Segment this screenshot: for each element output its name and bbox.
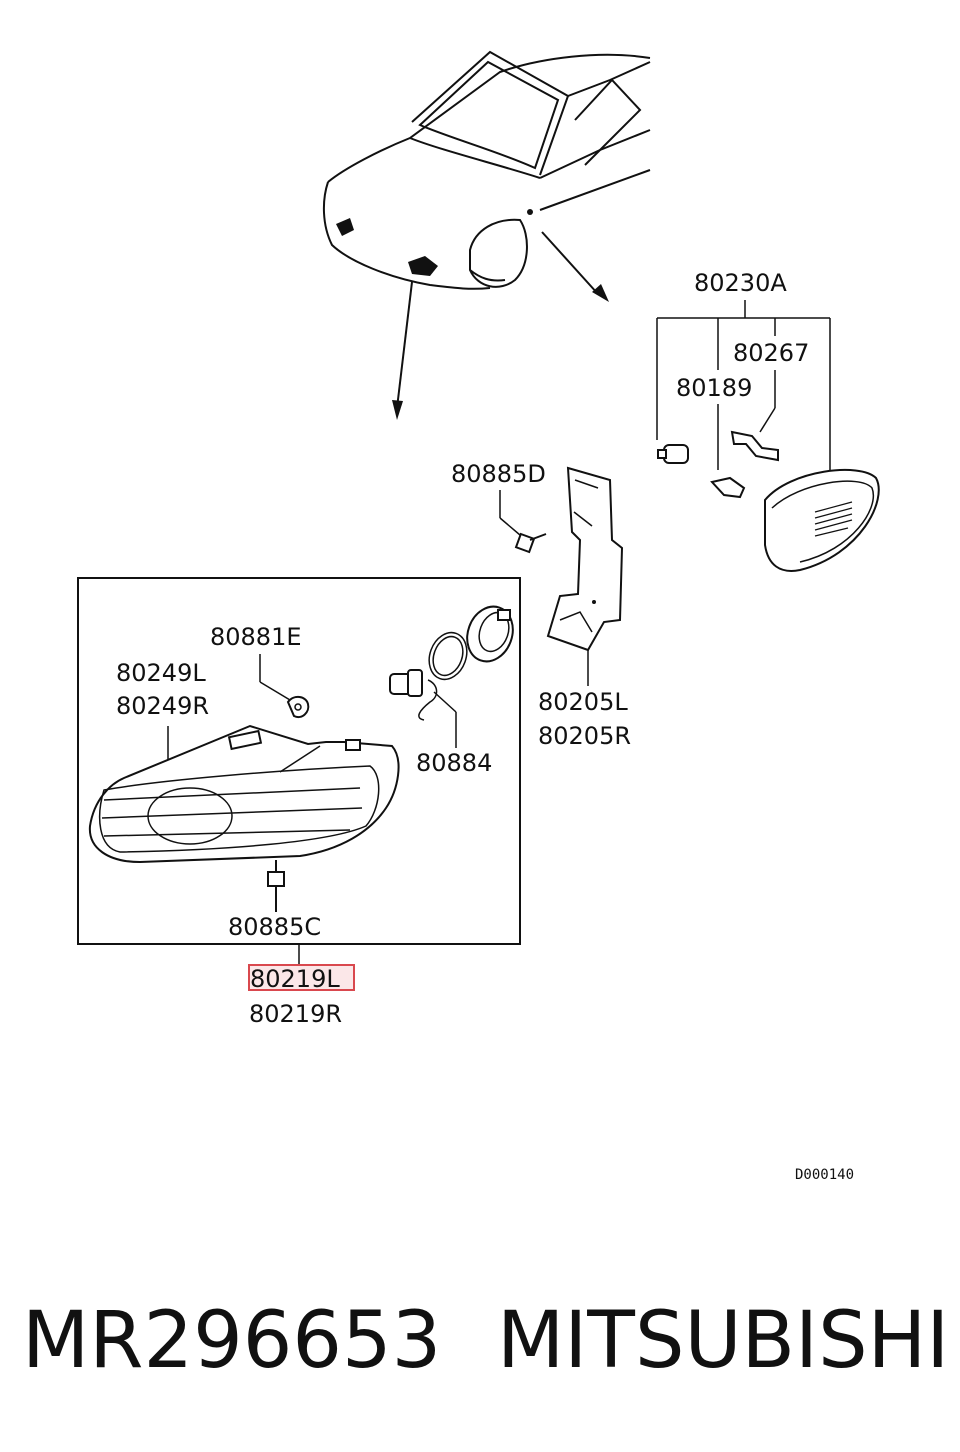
- bracket-80267-icon: [730, 430, 779, 462]
- label-80249R: 80249R: [116, 692, 209, 720]
- bracket-80205-icon: [546, 466, 624, 652]
- o-ring-icon: [428, 631, 468, 681]
- label-80884: 80884: [416, 749, 492, 777]
- highlight-box: [248, 964, 355, 991]
- side-marker-lamp-icon: [764, 468, 880, 572]
- label-80205R: 80205R: [538, 722, 631, 750]
- brand-name: MITSUBISHI: [497, 1296, 949, 1386]
- bolt-80885D-icon: [514, 532, 547, 554]
- drawing-code: D000140: [795, 1167, 854, 1183]
- turn-signal-group: 80230A 80267 80189: [656, 269, 880, 572]
- bracket-group: 80885D 80205L 80205R: [451, 460, 631, 750]
- lamp-assembly-callouts: 80219L 80219R: [248, 944, 355, 1028]
- label-80189: 80189: [676, 374, 752, 402]
- part-number: MR296653: [22, 1296, 441, 1386]
- label-80249L: 80249L: [116, 659, 206, 687]
- fog-bulb-socket-icon: [389, 669, 438, 721]
- nut-80881E-icon: [286, 696, 310, 718]
- socket-icon: [657, 444, 689, 464]
- label-80205L: 80205L: [538, 688, 628, 716]
- dust-cap-icon: [466, 605, 514, 663]
- label-80219R: 80219R: [249, 1000, 342, 1028]
- label-80267: 80267: [733, 339, 809, 367]
- fog-lamp-icon: [88, 724, 400, 864]
- label-80230A: 80230A: [694, 269, 787, 297]
- fog-lamp-box: 80881E 80249L 80249R 80884: [77, 577, 521, 945]
- label-80219L: 80219L: [250, 965, 340, 993]
- bolt-80885C-icon: [267, 860, 285, 912]
- bulb-icon: [710, 476, 746, 499]
- car-outline: [322, 50, 651, 290]
- pointer-arrows: [392, 231, 609, 420]
- label-80885D: 80885D: [451, 460, 546, 488]
- label-80881E: 80881E: [210, 623, 302, 651]
- label-80885C: 80885C: [228, 913, 321, 941]
